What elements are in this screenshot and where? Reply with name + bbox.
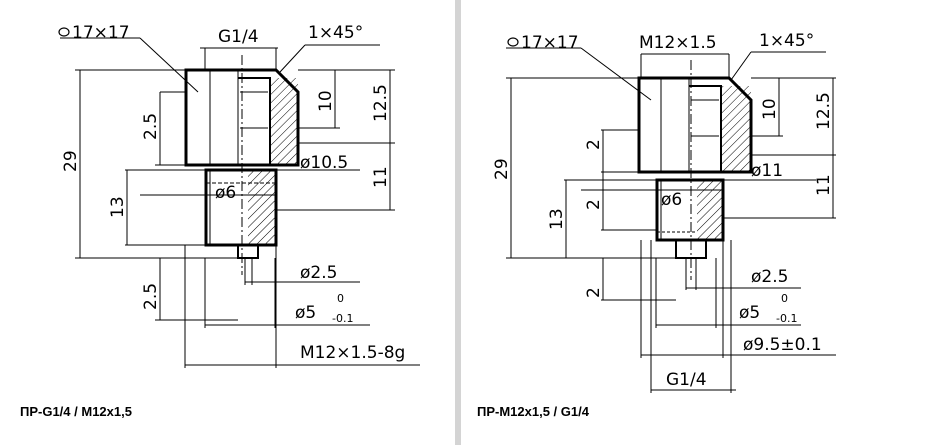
label-len-25a: 2.5: [141, 113, 161, 140]
leader-chamfer: [730, 51, 752, 81]
leader-hex: [580, 47, 652, 101]
label-tol-upper: 0: [781, 292, 788, 305]
label-len-total: 29: [492, 158, 512, 180]
fitting-drawing-right: 17×17 M12×1.5 1×45° ø11 ø6 ø2.5 ø5 0 -0.…: [492, 31, 836, 393]
label-thread-top: M12×1.5: [639, 33, 717, 53]
label-len-thread: 10: [316, 90, 336, 112]
hex-symbol-icon: [58, 27, 70, 37]
section-hatch: [721, 86, 751, 172]
label-d-tip: ø5: [295, 303, 316, 323]
drawing-caption-left: ПР-G1/4 / M12x1,5: [20, 404, 132, 419]
label-thread-bottom: G1/4: [666, 370, 707, 390]
label-len-top: 12.5: [814, 92, 834, 130]
label-tol-upper: 0: [337, 292, 344, 305]
label-len-lower: 11: [371, 166, 391, 188]
label-d-tip: ø5: [739, 303, 760, 323]
section-hatch: [697, 180, 723, 240]
label-hex: 17×17: [521, 33, 579, 53]
tip: [237, 244, 259, 259]
leader-hex: [139, 37, 199, 93]
hex-symbol-icon: [507, 37, 519, 47]
label-len-2b: 2: [584, 199, 604, 210]
panel-divider: [455, 0, 461, 445]
label-d-inner: ø10.5: [300, 153, 348, 173]
drawing-caption-right: ПР-M12x1,5 / G1/4: [477, 404, 589, 419]
drawing-right: 17×17 M12×1.5 1×45° ø11 ø6 ø2.5 ø5 0 -0.…: [461, 0, 931, 445]
label-thread-bottom: M12×1.5-8g: [300, 343, 405, 363]
label-hex: 17×17: [72, 23, 130, 43]
label-len-lower: 11: [814, 174, 834, 196]
label-len-13: 13: [108, 196, 128, 218]
label-len-total: 29: [61, 150, 81, 172]
tip: [675, 239, 707, 259]
label-d-hole: ø2.5: [751, 267, 788, 287]
label-d-inner: ø11: [751, 161, 783, 181]
label-len-top: 12.5: [371, 84, 391, 122]
label-d-hole: ø2.5: [300, 263, 337, 283]
label-chamfer: 1×45°: [759, 31, 814, 51]
label-thread-top: G1/4: [218, 27, 259, 47]
label-len-13: 13: [547, 208, 567, 230]
label-len-thread: 10: [760, 98, 780, 120]
label-tol-lower: -0.1: [776, 312, 797, 325]
section-hatch: [248, 170, 276, 245]
label-d-bore: ø6: [215, 183, 236, 203]
label-len-2a: 2: [584, 139, 604, 150]
section-hatch: [270, 78, 298, 165]
fitting-drawing-left: 17×17 G1/4 1×45° ø10.5 ø6 ø2.5 ø5 0 -0.1…: [58, 23, 420, 368]
label-chamfer: 1×45°: [308, 23, 363, 43]
label-len-25b: 2.5: [141, 283, 161, 310]
label-d-bore: ø6: [661, 190, 682, 210]
leader-chamfer: [279, 44, 306, 73]
drawing-left: 17×17 G1/4 1×45° ø10.5 ø6 ø2.5 ø5 0 -0.1…: [0, 0, 455, 445]
label-tol-lower: -0.1: [332, 312, 353, 325]
label-d-outer: ø9.5±0.1: [743, 335, 822, 355]
label-len-2c: 2: [584, 287, 604, 298]
